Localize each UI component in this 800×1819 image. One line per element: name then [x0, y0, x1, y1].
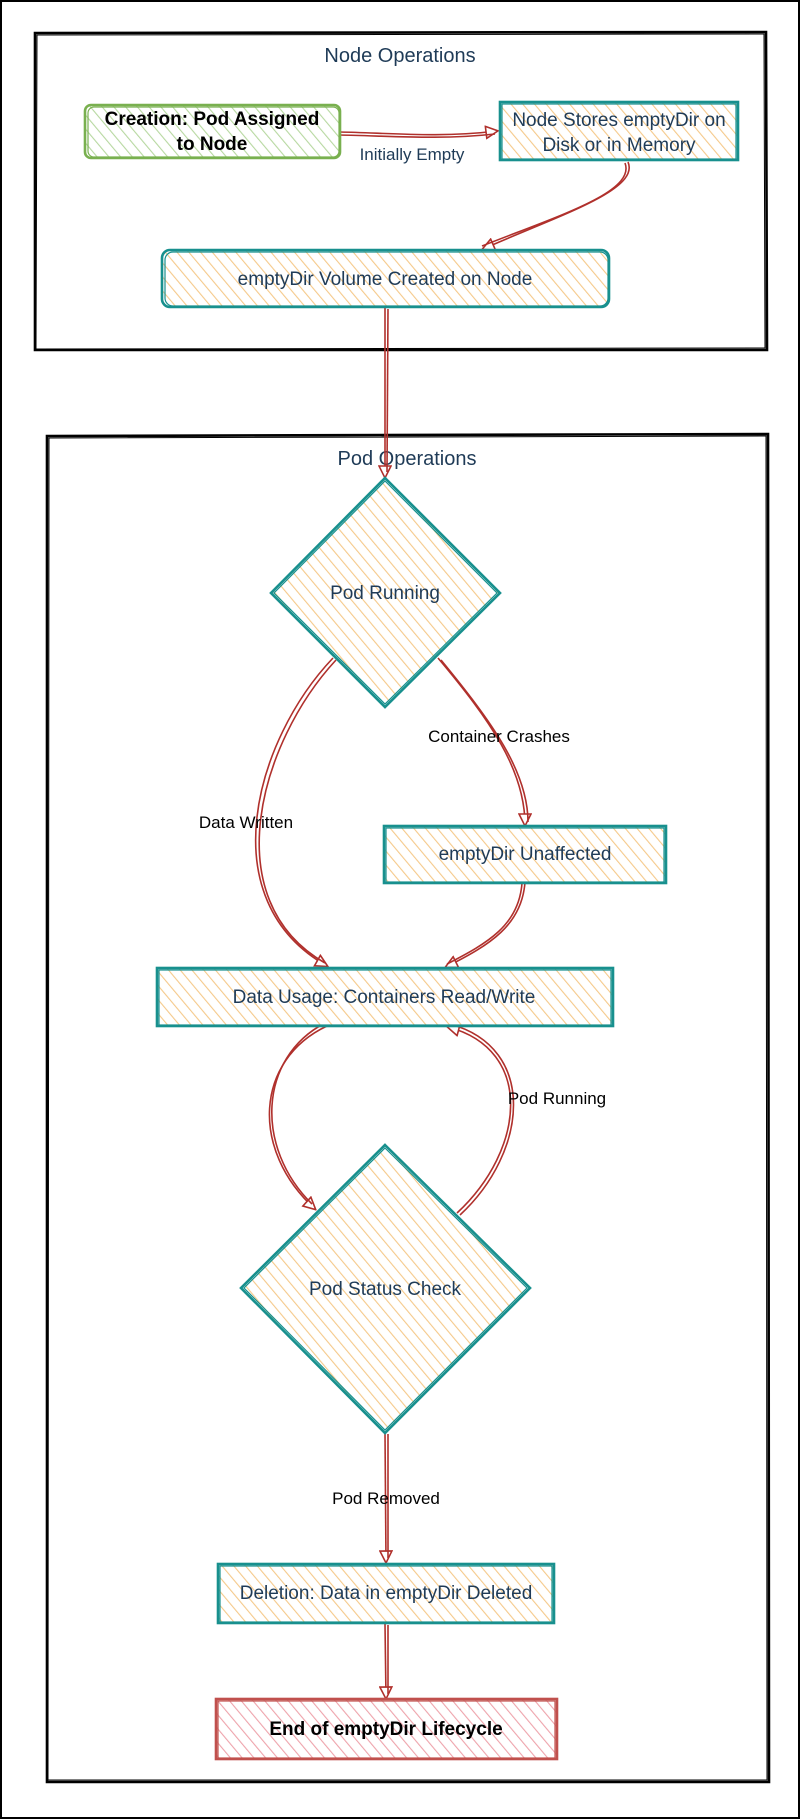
edge-creation-to-node-stores — [339, 131, 497, 137]
node-volume-created-label: emptyDir Volume Created on Node — [238, 269, 533, 290]
node-creation-label-1: Creation: Pod Assigned — [105, 109, 320, 130]
edge-status-check-to-data-usage — [448, 1024, 515, 1216]
edge-status-check-to-deletion — [385, 1432, 388, 1562]
node-creation: Creation: Pod Assigned to Node — [83, 103, 342, 160]
node-deletion-label: Deletion: Data in emptyDir Deleted — [240, 1583, 533, 1604]
edge-data-usage-to-status-check — [268, 1022, 328, 1209]
edge-label-pod-removed: Pod Removed — [332, 1489, 440, 1508]
cluster-pod-operations: Pod Operations — [45, 432, 771, 1784]
node-node-stores-label-2: Disk or in Memory — [542, 135, 696, 156]
node-unaffected: emptyDir Unaffected — [382, 824, 668, 885]
node-status-check: Pod Status Check — [239, 1143, 532, 1435]
edge-unaffected-to-data-usage — [446, 881, 526, 967]
edge-label-initially-empty: Initially Empty — [360, 145, 465, 164]
edge-label-pod-running: Pod Running — [508, 1089, 606, 1108]
cluster-title-pod-operations: Pod Operations — [338, 448, 477, 470]
edges — [254, 131, 630, 1698]
edge-label-container-crashes: Container Crashes — [428, 727, 570, 746]
node-pod-running: Pod Running — [269, 476, 502, 709]
node-data-usage: Data Usage: Containers Read/Write — [155, 966, 615, 1028]
node-creation-label-2: to Node — [177, 134, 248, 155]
edge-pod-running-to-unaffected — [437, 657, 528, 825]
cluster-title-node-operations: Node Operations — [324, 45, 475, 67]
edge-deletion-to-end — [385, 1623, 388, 1698]
node-volume-created: emptyDir Volume Created on Node — [160, 248, 611, 309]
edge-volume-to-pod-running — [385, 308, 388, 477]
node-end-label: End of emptyDir Lifecycle — [269, 1719, 502, 1740]
node-end: End of emptyDir Lifecycle — [214, 1697, 559, 1761]
edge-label-data-written: Data Written — [199, 813, 293, 832]
node-status-check-label: Pod Status Check — [309, 1279, 462, 1300]
node-deletion: Deletion: Data in emptyDir Deleted — [216, 1562, 556, 1625]
node-node-stores: Node Stores emptyDir on Disk or in Memor… — [498, 100, 740, 162]
node-unaffected-label: emptyDir Unaffected — [439, 844, 612, 865]
cluster-node-operations: Node Operations — [33, 30, 769, 352]
node-node-stores-label-1: Node Stores emptyDir on — [512, 110, 725, 131]
edge-pod-running-to-data-usage — [254, 657, 337, 966]
node-data-usage-label: Data Usage: Containers Read/Write — [233, 987, 536, 1008]
node-pod-running-label: Pod Running — [330, 583, 440, 604]
edge-node-stores-to-volume — [482, 161, 630, 249]
